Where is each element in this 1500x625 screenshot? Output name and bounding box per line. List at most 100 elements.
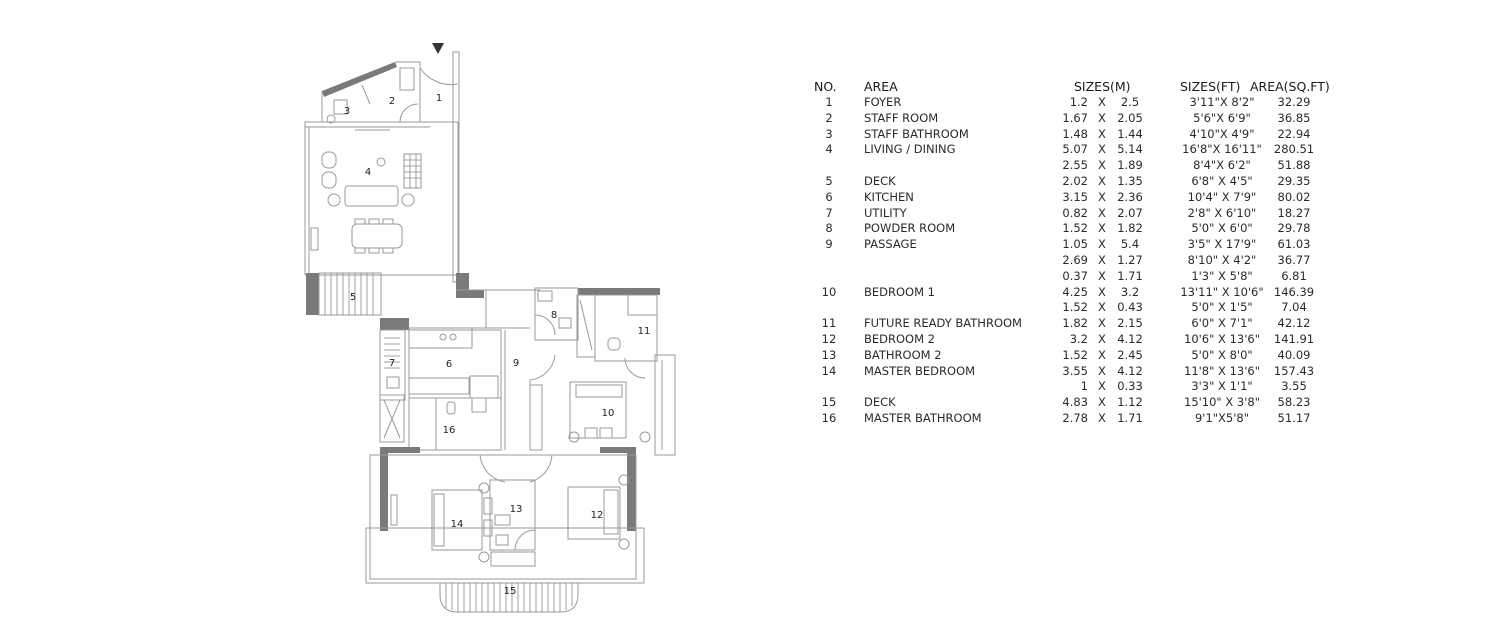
cell-no: 9 <box>825 237 833 252</box>
cell-no: 8 <box>825 221 833 236</box>
cell-size-m-width: 2.55 <box>1062 158 1088 173</box>
cell-size-x: X <box>1098 410 1106 425</box>
cell-area: STAFF ROOM <box>864 110 939 125</box>
area-schedule-table: NO. AREA SIZES(M) SIZES(FT) AREA(SQ.FT) … <box>812 79 1332 427</box>
cell-size-m-width: 1.48 <box>1062 126 1088 141</box>
cell-area: PASSAGE <box>864 237 917 252</box>
cell-area-sqft: 22.94 <box>1277 126 1311 141</box>
deck-5 <box>306 272 484 316</box>
cell-no: 14 <box>821 363 837 378</box>
cell-area-sqft: 42.12 <box>1277 316 1311 331</box>
cell-size-m-length: 2.45 <box>1117 347 1143 362</box>
cell-size-ft: 3'11"X 8'2" <box>1189 95 1255 109</box>
room-label-12: 12 <box>591 510 604 521</box>
cell-no: 13 <box>821 347 837 362</box>
cell-size-m-width: 1.52 <box>1062 221 1088 236</box>
cell-size-m-width: 0.37 <box>1062 268 1088 283</box>
cell-size-m-length: 3.2 <box>1120 284 1140 299</box>
cell-area-sqft: 36.85 <box>1277 110 1311 125</box>
cell-size-ft: 5'0" X 1'5" <box>1191 300 1253 315</box>
room-label-7: 7 <box>389 358 395 369</box>
cell-size-ft: 2'8" X 6'10" <box>1187 205 1257 220</box>
cell-size-m-length: 1.89 <box>1117 158 1143 173</box>
cell-no: 7 <box>825 205 833 220</box>
cell-area: POWDER ROOM <box>864 221 956 236</box>
cell-size-m-length: 2.5 <box>1120 95 1140 109</box>
cell-size-ft: 10'6" X 13'6" <box>1184 331 1260 346</box>
cell-size-ft: 4'10"X 4'9" <box>1189 126 1255 141</box>
cell-size-m-width: 1.05 <box>1062 237 1088 252</box>
living-dining <box>304 121 459 276</box>
cell-area-sqft: 141.91 <box>1273 331 1315 346</box>
room-label-13: 13 <box>510 504 523 515</box>
cell-size-m-width: 1.67 <box>1062 110 1088 125</box>
cell-size-m-length: 2.07 <box>1117 205 1143 220</box>
south-wing <box>365 447 645 613</box>
cell-size-m-length: 2.36 <box>1117 189 1143 204</box>
cell-area: FOYER <box>864 95 902 109</box>
cell-size-ft: 11'8" X 13'6" <box>1184 363 1260 378</box>
cell-no: 6 <box>825 189 833 204</box>
service-core <box>379 289 540 451</box>
cell-size-m-length: 2.15 <box>1117 316 1143 331</box>
cell-area: BEDROOM 2 <box>864 331 935 346</box>
cell-size-m-length: 1.71 <box>1117 268 1143 283</box>
cell-size-ft: 1'3" X 5'8" <box>1191 268 1253 283</box>
cell-size-ft: 16'8"X 16'11" <box>1182 142 1262 157</box>
cell-size-ft: 5'0" X 8'0" <box>1191 347 1253 362</box>
room-label-10: 10 <box>602 408 615 419</box>
cell-size-m-width: 3.55 <box>1062 363 1088 378</box>
cell-size-ft: 8'10" X 4'2" <box>1187 252 1257 267</box>
cell-size-m-length: 4.12 <box>1117 331 1143 346</box>
room-label-6: 6 <box>446 359 452 370</box>
cell-size-x: X <box>1098 173 1106 188</box>
room-label-14: 14 <box>451 519 464 530</box>
cell-size-m-length: 1.44 <box>1117 126 1143 141</box>
cell-area-sqft: 29.35 <box>1277 173 1311 188</box>
cell-size-x: X <box>1098 237 1106 252</box>
cell-no: 4 <box>825 142 833 157</box>
cell-area-sqft: 157.43 <box>1273 363 1315 378</box>
cell-size-m-length: 5.4 <box>1120 237 1140 252</box>
cell-size-x: X <box>1098 158 1106 173</box>
cell-area-sqft: 51.17 <box>1277 410 1311 425</box>
cell-no: 12 <box>821 331 837 346</box>
cell-size-x: X <box>1098 110 1106 125</box>
cell-size-m-length: 1.12 <box>1117 395 1143 410</box>
cell-area-sqft: 146.39 <box>1273 284 1315 299</box>
cell-no: 5 <box>825 173 833 188</box>
cell-area: LIVING / DINING <box>864 142 956 157</box>
cell-area-sqft: 51.88 <box>1277 158 1311 173</box>
room-label-8: 8 <box>551 310 557 321</box>
cell-size-x: X <box>1098 252 1106 267</box>
cell-area-sqft: 80.02 <box>1277 189 1311 204</box>
cell-size-m-length: 0.43 <box>1117 300 1143 315</box>
cell-area-sqft: 40.09 <box>1277 347 1311 362</box>
cell-size-x: X <box>1098 205 1106 220</box>
cell-size-ft: 5'0" X 6'0" <box>1191 221 1253 236</box>
cell-size-m-width: 4.25 <box>1062 284 1088 299</box>
cell-no: 3 <box>825 126 833 141</box>
room-label-3: 3 <box>344 106 350 117</box>
cell-size-x: X <box>1098 363 1106 378</box>
header-no: NO. <box>814 79 837 94</box>
cell-area: MASTER BEDROOM <box>864 363 976 378</box>
cell-size-m-width: 1.52 <box>1062 300 1088 315</box>
room-label-2: 2 <box>389 96 395 107</box>
cell-size-x: X <box>1098 284 1106 299</box>
cell-size-x: X <box>1098 142 1106 157</box>
